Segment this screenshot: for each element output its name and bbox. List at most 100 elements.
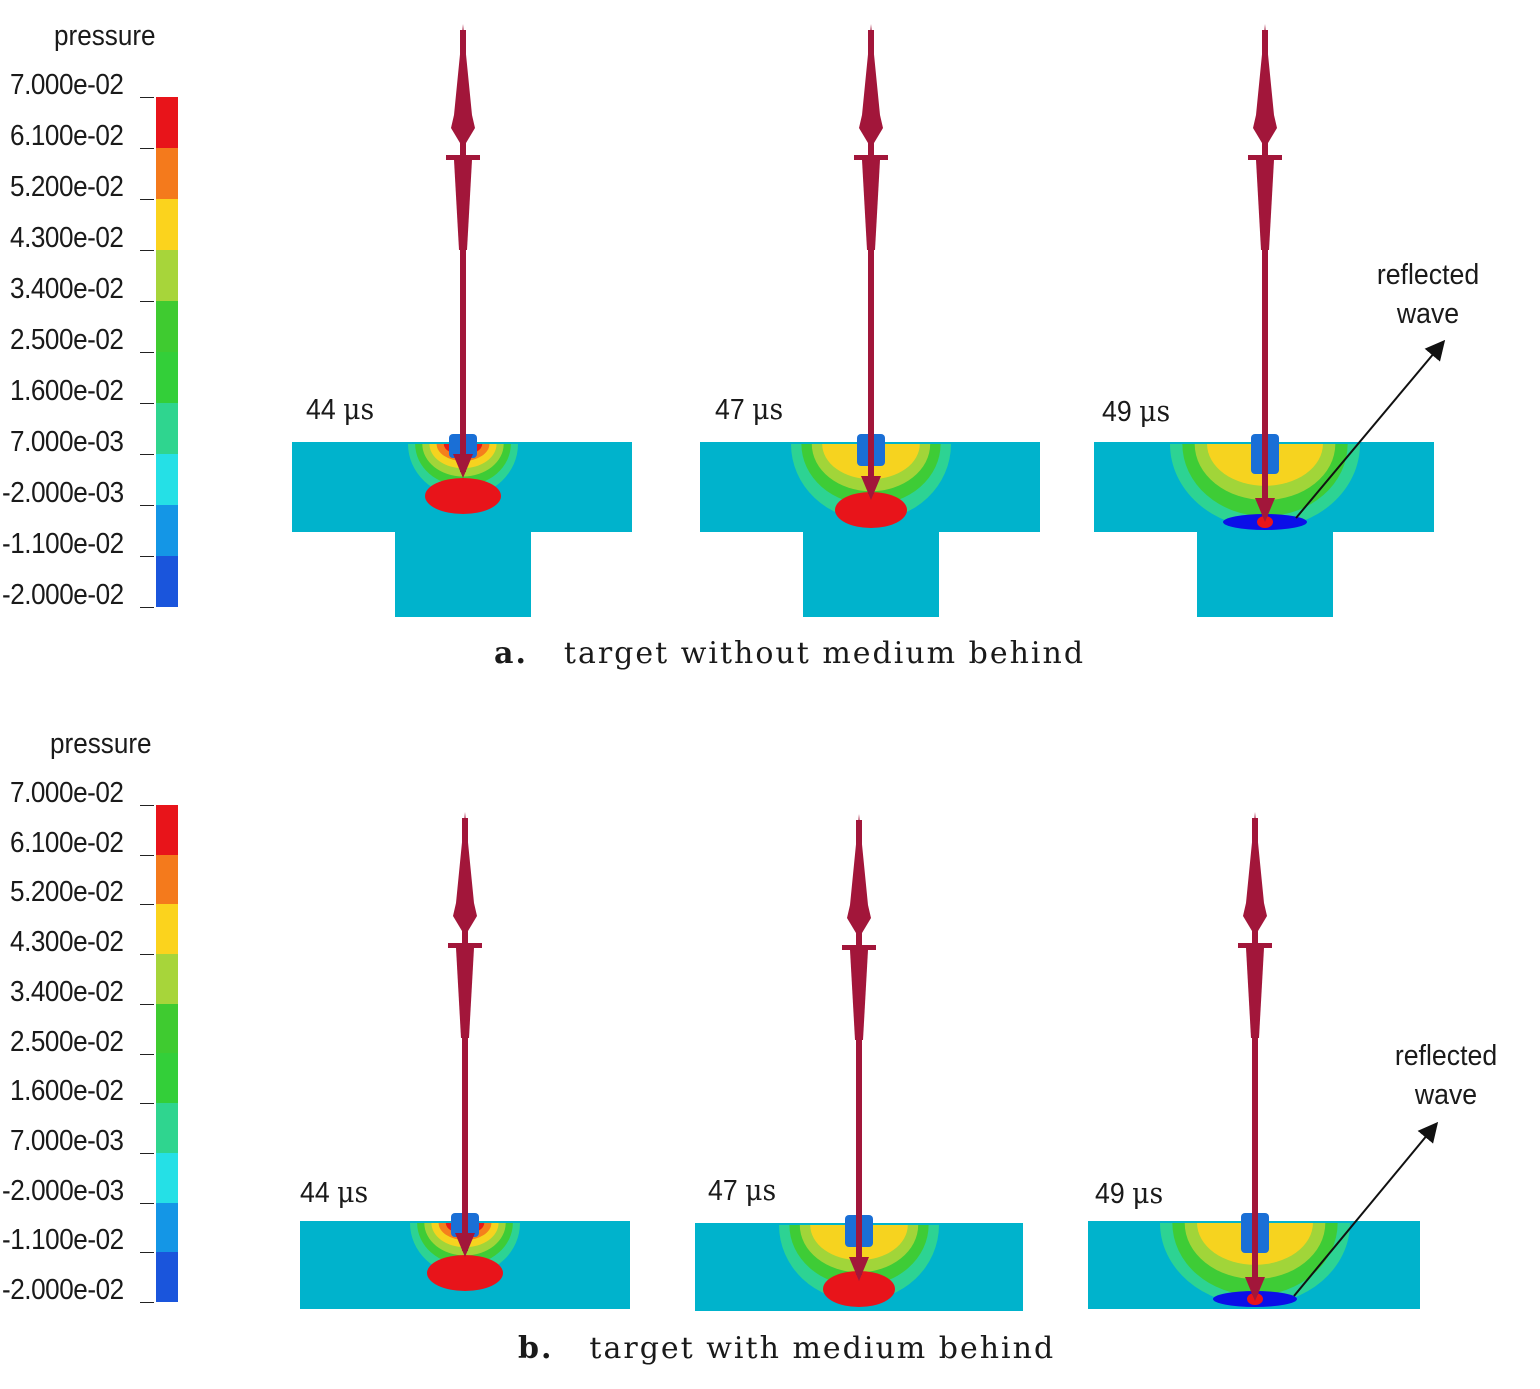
projectile-tip: [453, 454, 473, 478]
projectile-taper: [862, 160, 880, 250]
simulation-panel-47us-a: [700, 24, 1040, 617]
legend-color-segment: [156, 1053, 178, 1104]
legend-value: -2.000e-03: [2, 1174, 124, 1207]
legend-tick: [140, 301, 154, 302]
legend-color-segment: [156, 97, 178, 148]
projectile-rod: [1262, 30, 1268, 516]
legend-tick: [140, 352, 154, 353]
legend-tick: [140, 854, 154, 856]
legend-color-segment: [156, 301, 178, 352]
projectile-taper: [1256, 160, 1274, 250]
legend-value: 7.000e-02: [10, 69, 124, 101]
legend-color-segment: [156, 148, 178, 199]
legend-tick: [140, 1003, 154, 1005]
projectile-nose: [453, 812, 477, 936]
time-label: 49 μs: [1102, 394, 1171, 428]
legend-tick: [140, 454, 154, 455]
legend-value: 7.000e-03: [10, 426, 124, 458]
legend-tick: [140, 1252, 154, 1254]
legend-color-segment: [156, 556, 178, 607]
projectile-tip: [861, 476, 881, 500]
projectile-taper: [456, 948, 474, 1038]
legend-color-bar: [156, 97, 178, 607]
time-label: 49 μs: [1095, 1176, 1164, 1210]
high-pressure-zone: [425, 478, 501, 514]
simulation-panel-44us-b: [300, 812, 630, 1309]
legend-color-segment: [156, 954, 178, 1004]
projectile-nose: [859, 24, 883, 148]
legend-tick: [140, 1202, 154, 1204]
time-label: 47 μs: [715, 392, 784, 426]
legend-value: 3.400e-02: [10, 273, 124, 305]
legend-color-segment: [156, 1103, 178, 1153]
legend-value: -2.000e-03: [2, 477, 124, 509]
legend-tick: [140, 607, 154, 608]
projectile-collar: [1238, 943, 1272, 948]
legend-color-segment: [156, 250, 178, 301]
simulation-panel-49us-a: [1094, 24, 1434, 617]
legend-tick: [140, 403, 154, 404]
legend-tick: [140, 250, 154, 251]
legend-color-segment: [156, 199, 178, 250]
legend-tick: [140, 1103, 154, 1105]
legend-value: 7.000e-02: [10, 777, 124, 809]
legend-value: 3.400e-02: [10, 975, 124, 1008]
high-pressure-zone: [427, 1255, 503, 1291]
high-pressure-zone: [835, 492, 907, 528]
figure-caption-a: a.target without medium behind: [494, 636, 1086, 671]
legend-tick: [140, 805, 154, 806]
simulation-panel-44us-a: [292, 24, 632, 617]
legend-value: 5.200e-02: [10, 876, 124, 909]
legend-value: -1.100e-02: [2, 1224, 124, 1257]
legend-color-segment: [156, 403, 178, 454]
projectile-rod: [868, 30, 874, 494]
legend-tick: [140, 199, 154, 200]
reflected-wave-annotation: reflected wave: [1394, 1040, 1498, 1111]
projectile-nose: [451, 24, 475, 148]
legend-value: 4.300e-02: [10, 926, 124, 959]
legend-tick: [140, 556, 154, 557]
legend-color-bar: [156, 805, 178, 1302]
target-backing-block: [395, 531, 531, 617]
legend-tick: [140, 1053, 154, 1055]
high-pressure-zone: [823, 1271, 895, 1307]
simulation-panel-49us-b: [1088, 812, 1420, 1309]
legend-value: -1.100e-02: [2, 528, 124, 560]
legend-title: pressure: [54, 20, 156, 52]
legend-color-segment: [156, 352, 178, 403]
legend-title: pressure: [50, 728, 152, 760]
legend-tick: [140, 1302, 154, 1303]
projectile-rod: [856, 820, 862, 1275]
legend-value: 1.600e-02: [10, 375, 124, 407]
legend-value: 1.600e-02: [10, 1075, 124, 1108]
projectile-collar: [448, 943, 482, 948]
legend-value: 7.000e-03: [10, 1124, 124, 1157]
legend-value: 6.100e-02: [10, 826, 124, 859]
time-label: 44 μs: [306, 392, 375, 426]
projectile-tip: [849, 1257, 869, 1281]
legend-color-segment: [156, 1202, 178, 1253]
legend-value: -2.000e-02: [2, 579, 124, 611]
legend-tick: [140, 505, 154, 506]
legend-color-segment: [156, 904, 178, 955]
time-label: 44 μs: [300, 1175, 369, 1209]
legend-tick: [140, 97, 154, 98]
projectile-nose: [847, 814, 871, 938]
projectile-collar: [1248, 155, 1282, 160]
legend-tick: [140, 1152, 154, 1154]
projectile-rod: [460, 30, 466, 472]
legend-tick: [140, 954, 154, 956]
legend-color-segment: [156, 454, 178, 505]
projectile-nose: [1243, 812, 1267, 936]
projectile-taper: [1246, 948, 1264, 1038]
legend-color-segment: [156, 1003, 178, 1054]
legend-color-segment: [156, 505, 178, 556]
target-backing-block: [1197, 531, 1333, 617]
legend-tick: [140, 904, 154, 906]
legend-color-segment: [156, 854, 178, 905]
legend-value: 6.100e-02: [10, 120, 124, 152]
legend-color-segment: [156, 1252, 178, 1302]
projectile-tip: [455, 1233, 475, 1257]
projectile-collar: [842, 945, 876, 950]
projectile-rod: [1252, 818, 1258, 1295]
